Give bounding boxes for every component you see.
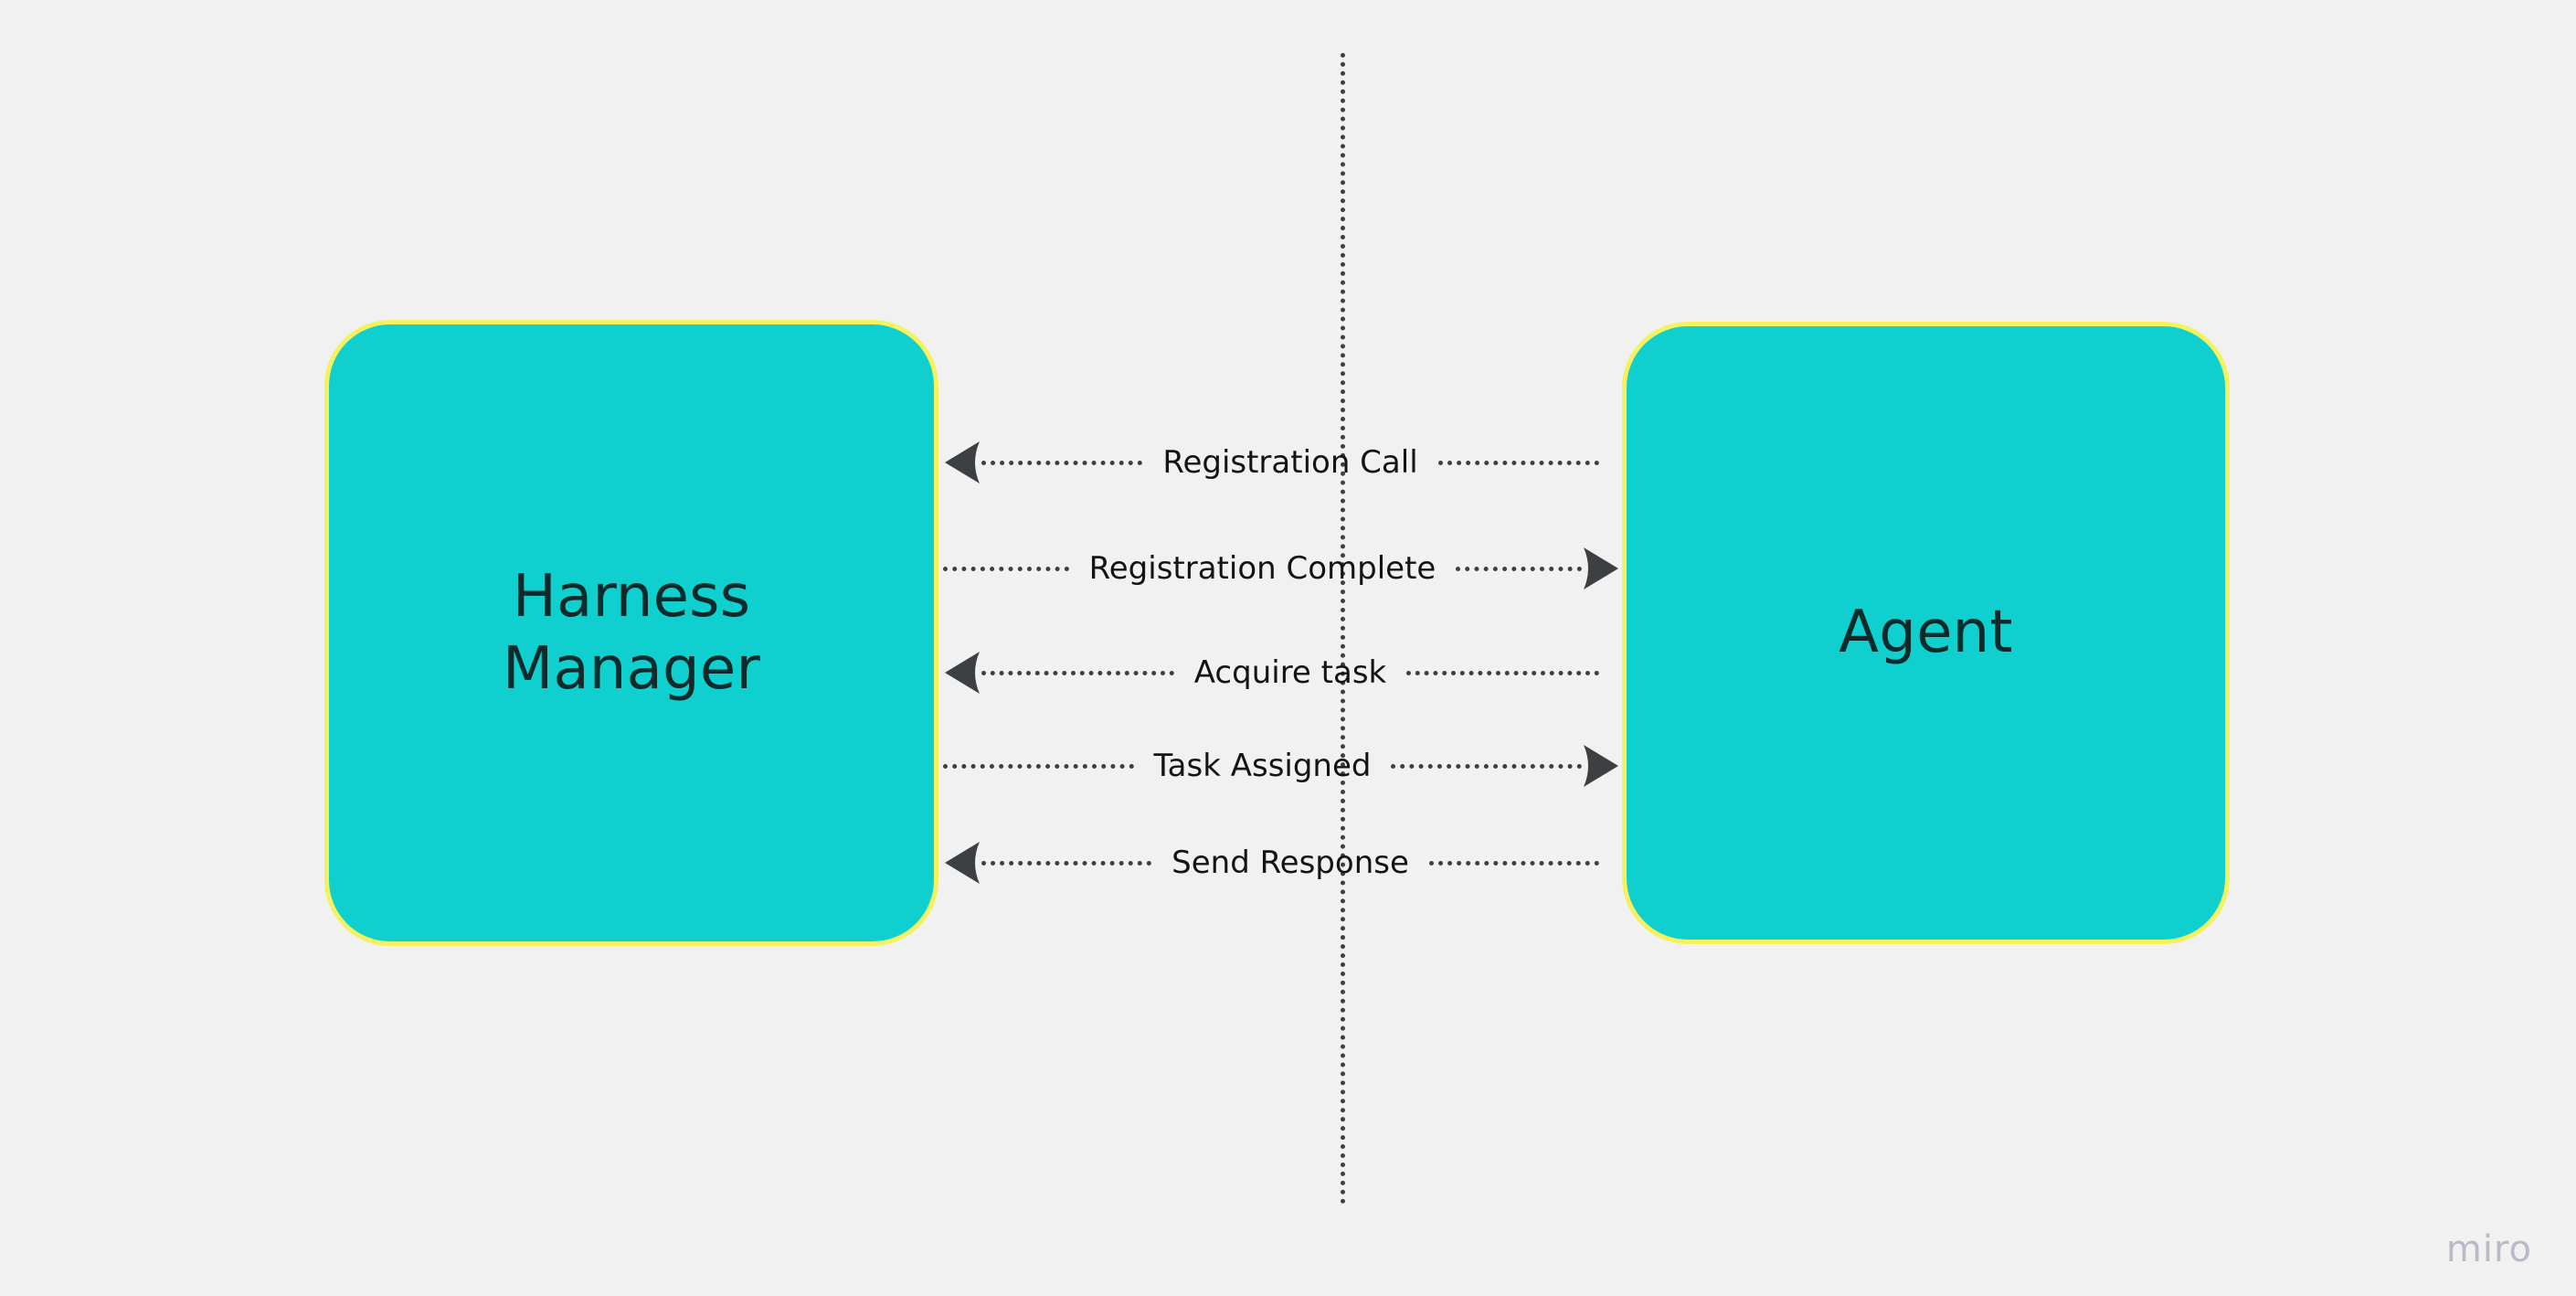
message-task-assigned[interactable]: Task Assigned	[943, 740, 1620, 791]
arrow-right-icon	[1582, 547, 1620, 590]
node-harness-manager-label: Harness Manager	[503, 563, 760, 703]
message-label: Task Assigned	[1153, 748, 1372, 784]
message-send-response[interactable]: Send Response	[943, 837, 1600, 888]
message-registration-complete[interactable]: Registration Complete	[943, 543, 1620, 594]
message-line-left	[981, 460, 1143, 465]
message-line-right	[1391, 763, 1583, 769]
message-label: Acquire task	[1193, 654, 1387, 691]
message-line-left	[943, 763, 1134, 769]
message-line-right	[1406, 670, 1599, 675]
node-agent-label: Agent	[1839, 599, 2013, 667]
miro-watermark: miro	[2445, 1228, 2532, 1270]
arrow-left-icon	[943, 841, 981, 885]
lifeline-divider	[1341, 53, 1345, 1205]
arrow-right-icon	[1582, 744, 1620, 788]
message-label: Registration Call	[1162, 444, 1418, 481]
message-line-right	[1428, 860, 1600, 866]
arrow-left-icon	[943, 651, 981, 695]
message-acquire-task[interactable]: Acquire task	[943, 647, 1599, 698]
message-line-right	[1437, 460, 1599, 465]
message-line-left	[981, 670, 1174, 675]
message-line-left	[981, 860, 1152, 866]
message-label: Send Response	[1171, 845, 1409, 881]
arrow-left-icon	[943, 441, 981, 484]
message-line-left	[943, 566, 1069, 571]
node-harness-manager[interactable]: Harness Manager	[324, 320, 938, 946]
node-agent[interactable]: Agent	[1622, 322, 2230, 944]
message-registration-call[interactable]: Registration Call	[943, 437, 1599, 488]
message-label: Registration Complete	[1088, 550, 1436, 587]
message-line-right	[1456, 566, 1583, 571]
